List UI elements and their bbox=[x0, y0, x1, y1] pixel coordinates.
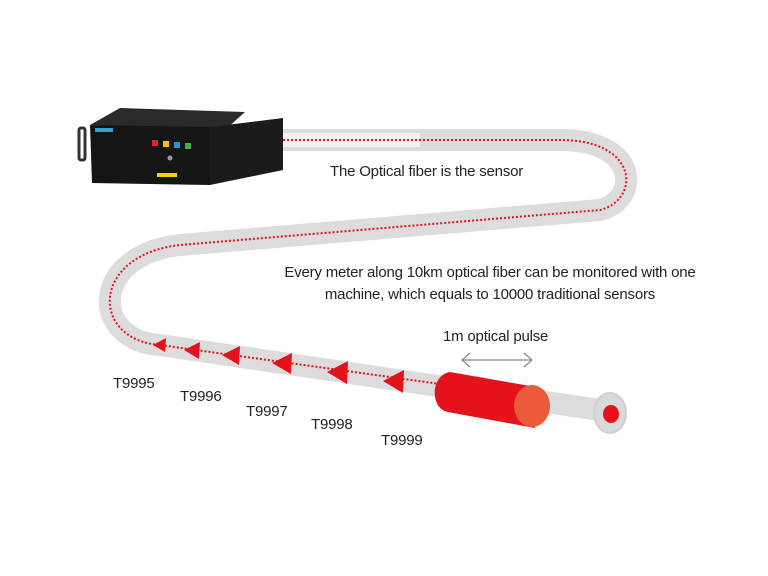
interrogator-device bbox=[77, 108, 283, 185]
indicator-green bbox=[185, 143, 191, 149]
device-logo bbox=[95, 128, 113, 132]
sensor-label-t9995: T9995 bbox=[113, 375, 155, 392]
caption-sensor: The Optical fiber is the sensor bbox=[330, 163, 524, 180]
fiber-core bbox=[603, 405, 619, 423]
arrow-left-icon bbox=[184, 342, 200, 359]
arrow-left-icon bbox=[272, 353, 292, 374]
optical-pulse bbox=[434, 372, 550, 428]
indicator-red bbox=[152, 140, 158, 146]
sensor-label-t9998: T9998 bbox=[311, 416, 353, 433]
arrow-left-icon bbox=[383, 370, 404, 393]
caption-pulse: 1m optical pulse bbox=[443, 328, 549, 345]
pulse-length-arrow bbox=[461, 352, 533, 368]
arrow-left-icon bbox=[222, 346, 240, 365]
indicator-blue bbox=[174, 142, 180, 148]
arrow-left-icon bbox=[153, 338, 166, 352]
indicator-yellow bbox=[163, 141, 169, 147]
backscatter-arrows bbox=[153, 338, 404, 393]
arrow-left-icon bbox=[327, 361, 348, 384]
sensor-label-t9999: T9999 bbox=[381, 432, 423, 449]
pulse-face bbox=[514, 385, 550, 427]
warning-label bbox=[157, 173, 177, 177]
fiber-cable bbox=[98, 129, 638, 434]
caption-monitoring: Every meter along 10km optical fiber can… bbox=[284, 264, 696, 303]
sensor-label-t9996: T9996 bbox=[180, 388, 222, 405]
sensor-label-t9997: T9997 bbox=[246, 403, 288, 420]
